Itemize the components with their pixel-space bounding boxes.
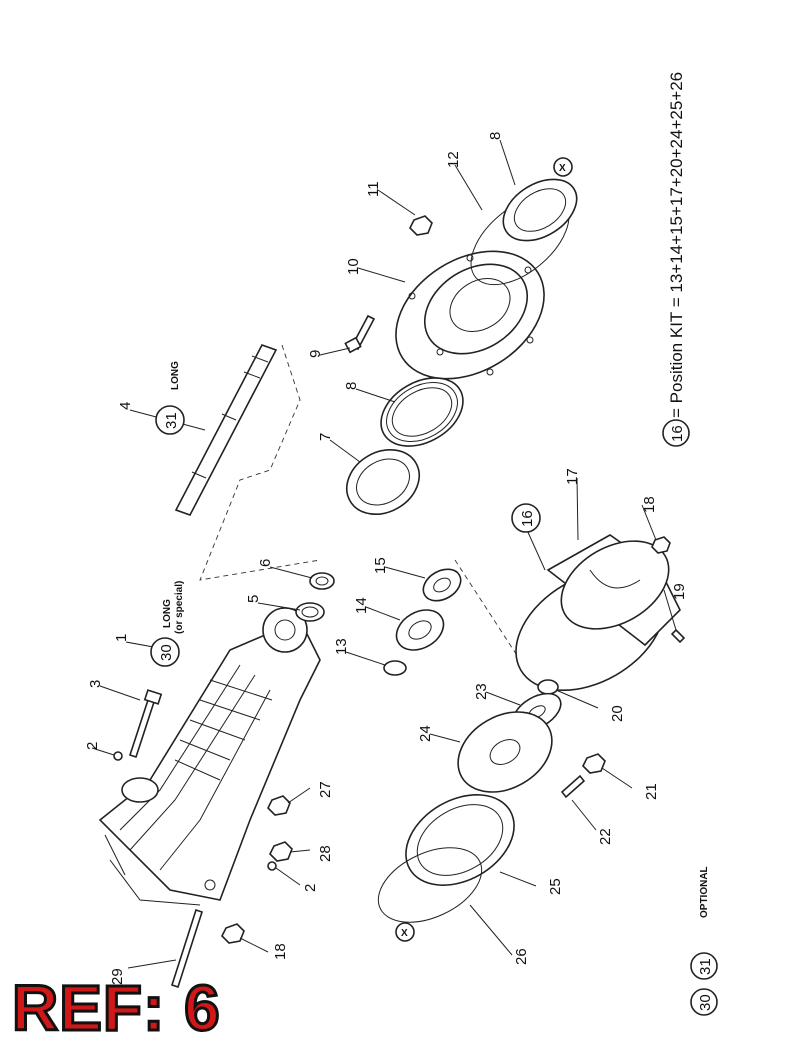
- housing-part-1: [98, 607, 321, 906]
- nut-part-21: [582, 753, 606, 774]
- optional-legend: 30 31 OPTIONAL: [690, 866, 718, 1016]
- ref-badge: REF: 6: [11, 972, 222, 1044]
- svg-text:28: 28: [317, 845, 334, 862]
- gear-part-14: [395, 609, 445, 651]
- svg-text:29: 29: [109, 968, 126, 985]
- ring-gear-part-25: [405, 794, 515, 886]
- svg-text:27: 27: [317, 781, 334, 798]
- svg-text:16: 16: [669, 425, 686, 442]
- svg-text:14: 14: [353, 597, 370, 614]
- svg-text:OPTIONAL: OPTIONAL: [699, 866, 710, 918]
- stud-part-29: [170, 908, 204, 989]
- callout-31: 31 LONG: [155, 361, 185, 435]
- svg-text:31: 31: [697, 958, 714, 975]
- bearing-part-8-middle: [380, 377, 464, 447]
- svg-text:18: 18: [641, 496, 658, 513]
- nut-part-28: [269, 841, 293, 862]
- oring-part-2-bottom: [267, 861, 277, 871]
- svg-text:8: 8: [487, 132, 504, 140]
- svg-text:3: 3: [87, 680, 104, 688]
- nut-part-11: [409, 215, 433, 236]
- svg-text:31: 31: [163, 412, 180, 429]
- svg-text:21: 21: [643, 783, 660, 800]
- part-numbers: 1 2 3 4 5 6 7 8 9 10 11 12 8 13 14 15 17…: [84, 132, 688, 985]
- svg-text:X: X: [559, 163, 566, 174]
- svg-text:22: 22: [597, 828, 614, 845]
- svg-text:11: 11: [365, 181, 382, 197]
- svg-text:= Position KIT = 13+14+15+17+2: = Position KIT = 13+14+15+17+20+24+25+26: [667, 72, 686, 418]
- seal-part-7: [346, 449, 420, 515]
- svg-text:1: 1: [113, 634, 130, 642]
- gear-part-15: [422, 568, 462, 602]
- svg-text:23: 23: [473, 683, 490, 700]
- leader-lines: [91, 139, 677, 969]
- washer-part-20: [537, 679, 559, 695]
- svg-text:12: 12: [445, 151, 462, 168]
- svg-text:17: 17: [564, 468, 581, 485]
- svg-text:2: 2: [302, 884, 319, 892]
- bolt-part-19: [670, 628, 686, 644]
- ring-part-5: [295, 602, 325, 622]
- bolt-part-3: [128, 689, 163, 759]
- svg-text:2: 2: [84, 742, 101, 750]
- kit-annotation: 16 = Position KIT = 13+14+15+17+20+24+25…: [662, 72, 690, 447]
- stud-part-22: [560, 774, 586, 799]
- svg-text:25: 25: [547, 878, 564, 895]
- svg-text:15: 15: [372, 557, 389, 574]
- bearing-part-8-top: [502, 178, 578, 242]
- gear-part-24: [457, 711, 553, 793]
- svg-text:26: 26: [513, 948, 530, 965]
- svg-text:13: 13: [333, 638, 350, 655]
- svg-text:16: 16: [519, 510, 536, 527]
- svg-text:24: 24: [417, 725, 434, 742]
- nut-part-27: [267, 795, 291, 816]
- svg-text:19: 19: [671, 583, 688, 600]
- shaft-part-4: [174, 344, 321, 581]
- oring-part-2-top: [113, 751, 123, 761]
- svg-text:30: 30: [697, 994, 714, 1011]
- svg-text:LONG: LONG: [170, 361, 181, 390]
- x-mark-bottom: X: [395, 922, 415, 942]
- svg-text:LONG: LONG: [162, 599, 173, 628]
- snap-ring-part-26: [377, 847, 483, 923]
- svg-text:5: 5: [245, 595, 262, 603]
- svg-text:20: 20: [609, 705, 626, 722]
- bolt-part-9: [344, 314, 376, 354]
- x-mark-top: X: [553, 157, 573, 177]
- svg-text:18: 18: [272, 943, 289, 960]
- callout-30: 30 LONG (or special): [150, 581, 185, 667]
- svg-text:30: 30: [158, 644, 175, 661]
- hub-part-10: [395, 250, 545, 380]
- svg-text:(or special): (or special): [174, 581, 185, 634]
- svg-text:10: 10: [345, 258, 362, 275]
- ring-part-13: [383, 660, 407, 676]
- nut-part-18-right: [651, 536, 671, 554]
- svg-text:7: 7: [317, 433, 334, 441]
- svg-text:8: 8: [343, 382, 360, 390]
- callout-16: 16: [511, 503, 541, 533]
- ring-part-6: [309, 572, 335, 590]
- svg-text:4: 4: [117, 402, 134, 410]
- svg-text:X: X: [401, 928, 408, 939]
- svg-text:9: 9: [307, 350, 324, 358]
- cover-part-17: [515, 534, 681, 692]
- nut-part-18-left: [221, 923, 245, 944]
- svg-text:6: 6: [257, 559, 274, 567]
